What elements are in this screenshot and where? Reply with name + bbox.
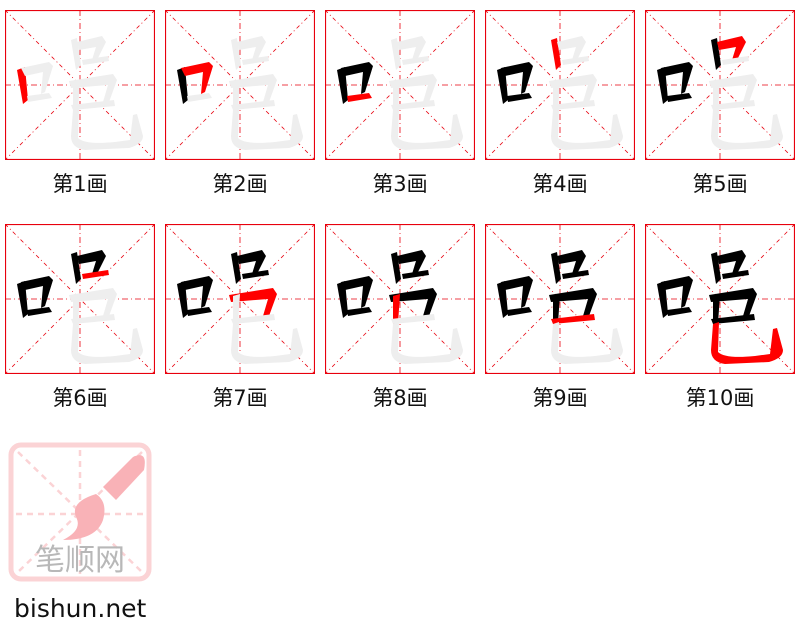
step-label: 第2画 (212, 172, 268, 196)
stroke-step-2 (165, 10, 315, 160)
step-label: 第4画 (532, 172, 588, 196)
step-label: 第10画 (685, 386, 755, 410)
stroke-step-1 (5, 10, 155, 160)
tian-grid (5, 224, 155, 374)
bishun-logo: 笔顺网 (8, 442, 152, 582)
tian-grid (485, 224, 635, 374)
tian-grid (5, 10, 155, 160)
stroke-step-9 (485, 224, 635, 374)
step-label: 第6画 (52, 386, 108, 410)
step-label: 第9画 (532, 386, 588, 410)
tian-grid (325, 10, 475, 160)
step-label: 第1画 (52, 172, 108, 196)
step-label: 第3画 (372, 172, 428, 196)
stroke-step-7 (165, 224, 315, 374)
stroke-step-4 (485, 10, 635, 160)
tian-grid (165, 10, 315, 160)
stroke-step-8 (325, 224, 475, 374)
brush-logo-icon: 笔顺网 (8, 442, 152, 582)
stroke-step-6 (5, 224, 155, 374)
site-name: bishun.net (14, 594, 147, 623)
tian-grid (325, 224, 475, 374)
step-label: 第8画 (372, 386, 428, 410)
logo-text: 笔顺网 (35, 543, 125, 578)
tian-grid (645, 10, 795, 160)
tian-grid (485, 10, 635, 160)
stroke-step-10 (645, 224, 795, 374)
stroke-step-3 (325, 10, 475, 160)
stroke-step-5 (645, 10, 795, 160)
tian-grid (645, 224, 795, 374)
step-label: 第5画 (692, 172, 748, 196)
step-label: 第7画 (212, 386, 268, 410)
tian-grid (165, 224, 315, 374)
